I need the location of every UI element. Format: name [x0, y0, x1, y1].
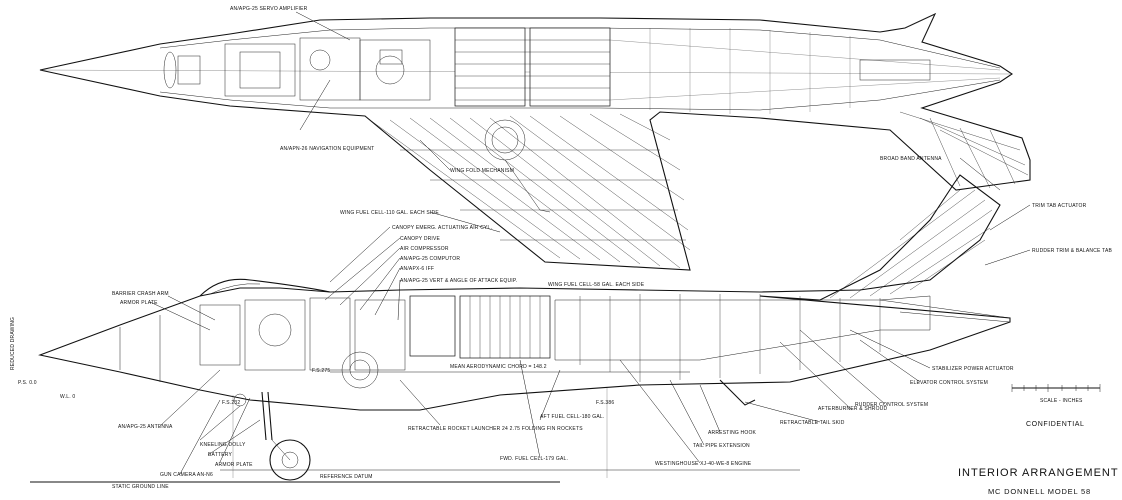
label-servo-amplifier: AN/APG-25 SERVO AMPLIFIER: [230, 6, 308, 12]
label-wing-fold: WING FOLD MECHANISM: [450, 168, 514, 174]
scale-bar: SCALE - INCHES: [1011, 384, 1101, 404]
label-rudder-control: RUDDER CONTROL SYSTEM: [855, 402, 928, 408]
label-kneeling-dolly: KNEELING DOLLY: [200, 442, 246, 448]
label-wing-fuel-58: WING FUEL CELL-58 GAL. EACH SIDE: [548, 282, 645, 288]
drawing-subtitle: MC DONNELL MODEL 58: [988, 487, 1091, 496]
label-tail-skid: RETRACTABLE TAIL SKID: [780, 420, 845, 426]
label-armor-plate-upper: ARMOR PLATE: [120, 300, 158, 306]
label-barrier-crash-arm: BARRIER CRASH ARM: [112, 291, 169, 297]
label-wing-fuel-110: WING FUEL CELL-110 GAL. EACH SIDE: [340, 210, 439, 216]
label-canopy-emerg: CANOPY EMERG. ACTUATING AIR CYL.: [392, 225, 492, 231]
label-armor-plate-lower: ARMOR PLATE: [215, 462, 253, 468]
label-canopy-drive: CANOPY DRIVE: [400, 236, 441, 242]
label-reference-datum: REFERENCE DATUM: [320, 474, 373, 480]
side-view: [30, 174, 1011, 483]
label-rudder-trim: RUDDER TRIM & BALANCE TAB: [1032, 248, 1112, 254]
label-stabilizer-actuator: STABILIZER POWER ACTUATOR: [932, 366, 1014, 372]
label-air-compressor: AIR COMPRESSOR: [400, 246, 449, 252]
label-battery: BATTERY: [208, 452, 232, 458]
label-navigation-equipment-1: AN/APN-26 NAVIGATION EQUIPMENT: [280, 146, 374, 152]
label-gun-camera: GUN CAMERA AN-N6: [160, 472, 213, 478]
label-afterburner: AFTERBURNER & SHROUD: [818, 406, 887, 412]
label-mean-chord: MEAN AERODYNAMIC CHORD = 148.2: [450, 364, 547, 370]
label-trim-tab-actuator: TRIM TAB ACTUATOR: [1032, 203, 1087, 209]
label-arresting-hook: ARRESTING HOOK: [708, 430, 757, 436]
label-fs-386: F.S.386: [596, 400, 614, 406]
margin-note-reduced: REDUCED DRAWING: [10, 317, 16, 370]
label-tail-pipe: TAIL PIPE EXTENSION: [693, 443, 750, 449]
label-fs-275: F.S.275: [312, 368, 330, 374]
label-static-ground-line: STATIC GROUND LINE: [112, 484, 169, 490]
title-block: CONFIDENTIAL INTERIOR ARRANGEMENT MC DON…: [958, 421, 1119, 496]
label-antenna: AN/APG-25 ANTENNA: [118, 424, 173, 430]
callout-labels: AN/APG-25 SERVO AMPLIFIER AN/APN-26 NAVI…: [10, 6, 1112, 490]
label-ps-00: P.S. 0.0: [18, 380, 37, 386]
classification: CONFIDENTIAL: [1026, 421, 1085, 428]
label-elevator-control: ELEVATOR CONTROL SYSTEM: [910, 380, 988, 386]
label-fs-232: F.S.232: [222, 400, 240, 406]
label-computor: AN/APG-25 COMPUTOR: [400, 256, 460, 262]
leader-lines: [149, 11, 1031, 475]
label-fwd-fuel-cell: FWD. FUEL CELL-179 GAL.: [500, 456, 568, 462]
label-rocket-launcher: RETRACTABLE ROCKET LAUNCHER 24 2.75 FOLD…: [408, 426, 583, 432]
label-vert-attack: AN/APG-25 VERT & ANGLE OF ATTACK EQUIP.: [400, 278, 517, 284]
plan-view: [39, 12, 1031, 271]
label-aft-fuel-cell: AFT FUEL CELL-180 GAL.: [540, 414, 604, 420]
label-iff: AN/APX-6 IFF: [400, 266, 434, 272]
label-broad-band-antenna: BROAD BAND ANTENNA: [880, 156, 942, 162]
label-wl-0: W.L. 0: [60, 394, 75, 400]
label-engine: WESTINGHOUSE XJ-40-WE-8 ENGINE: [655, 461, 752, 467]
scale-label: SCALE - INCHES: [1040, 398, 1083, 404]
drawing-title: INTERIOR ARRANGEMENT: [958, 467, 1119, 479]
